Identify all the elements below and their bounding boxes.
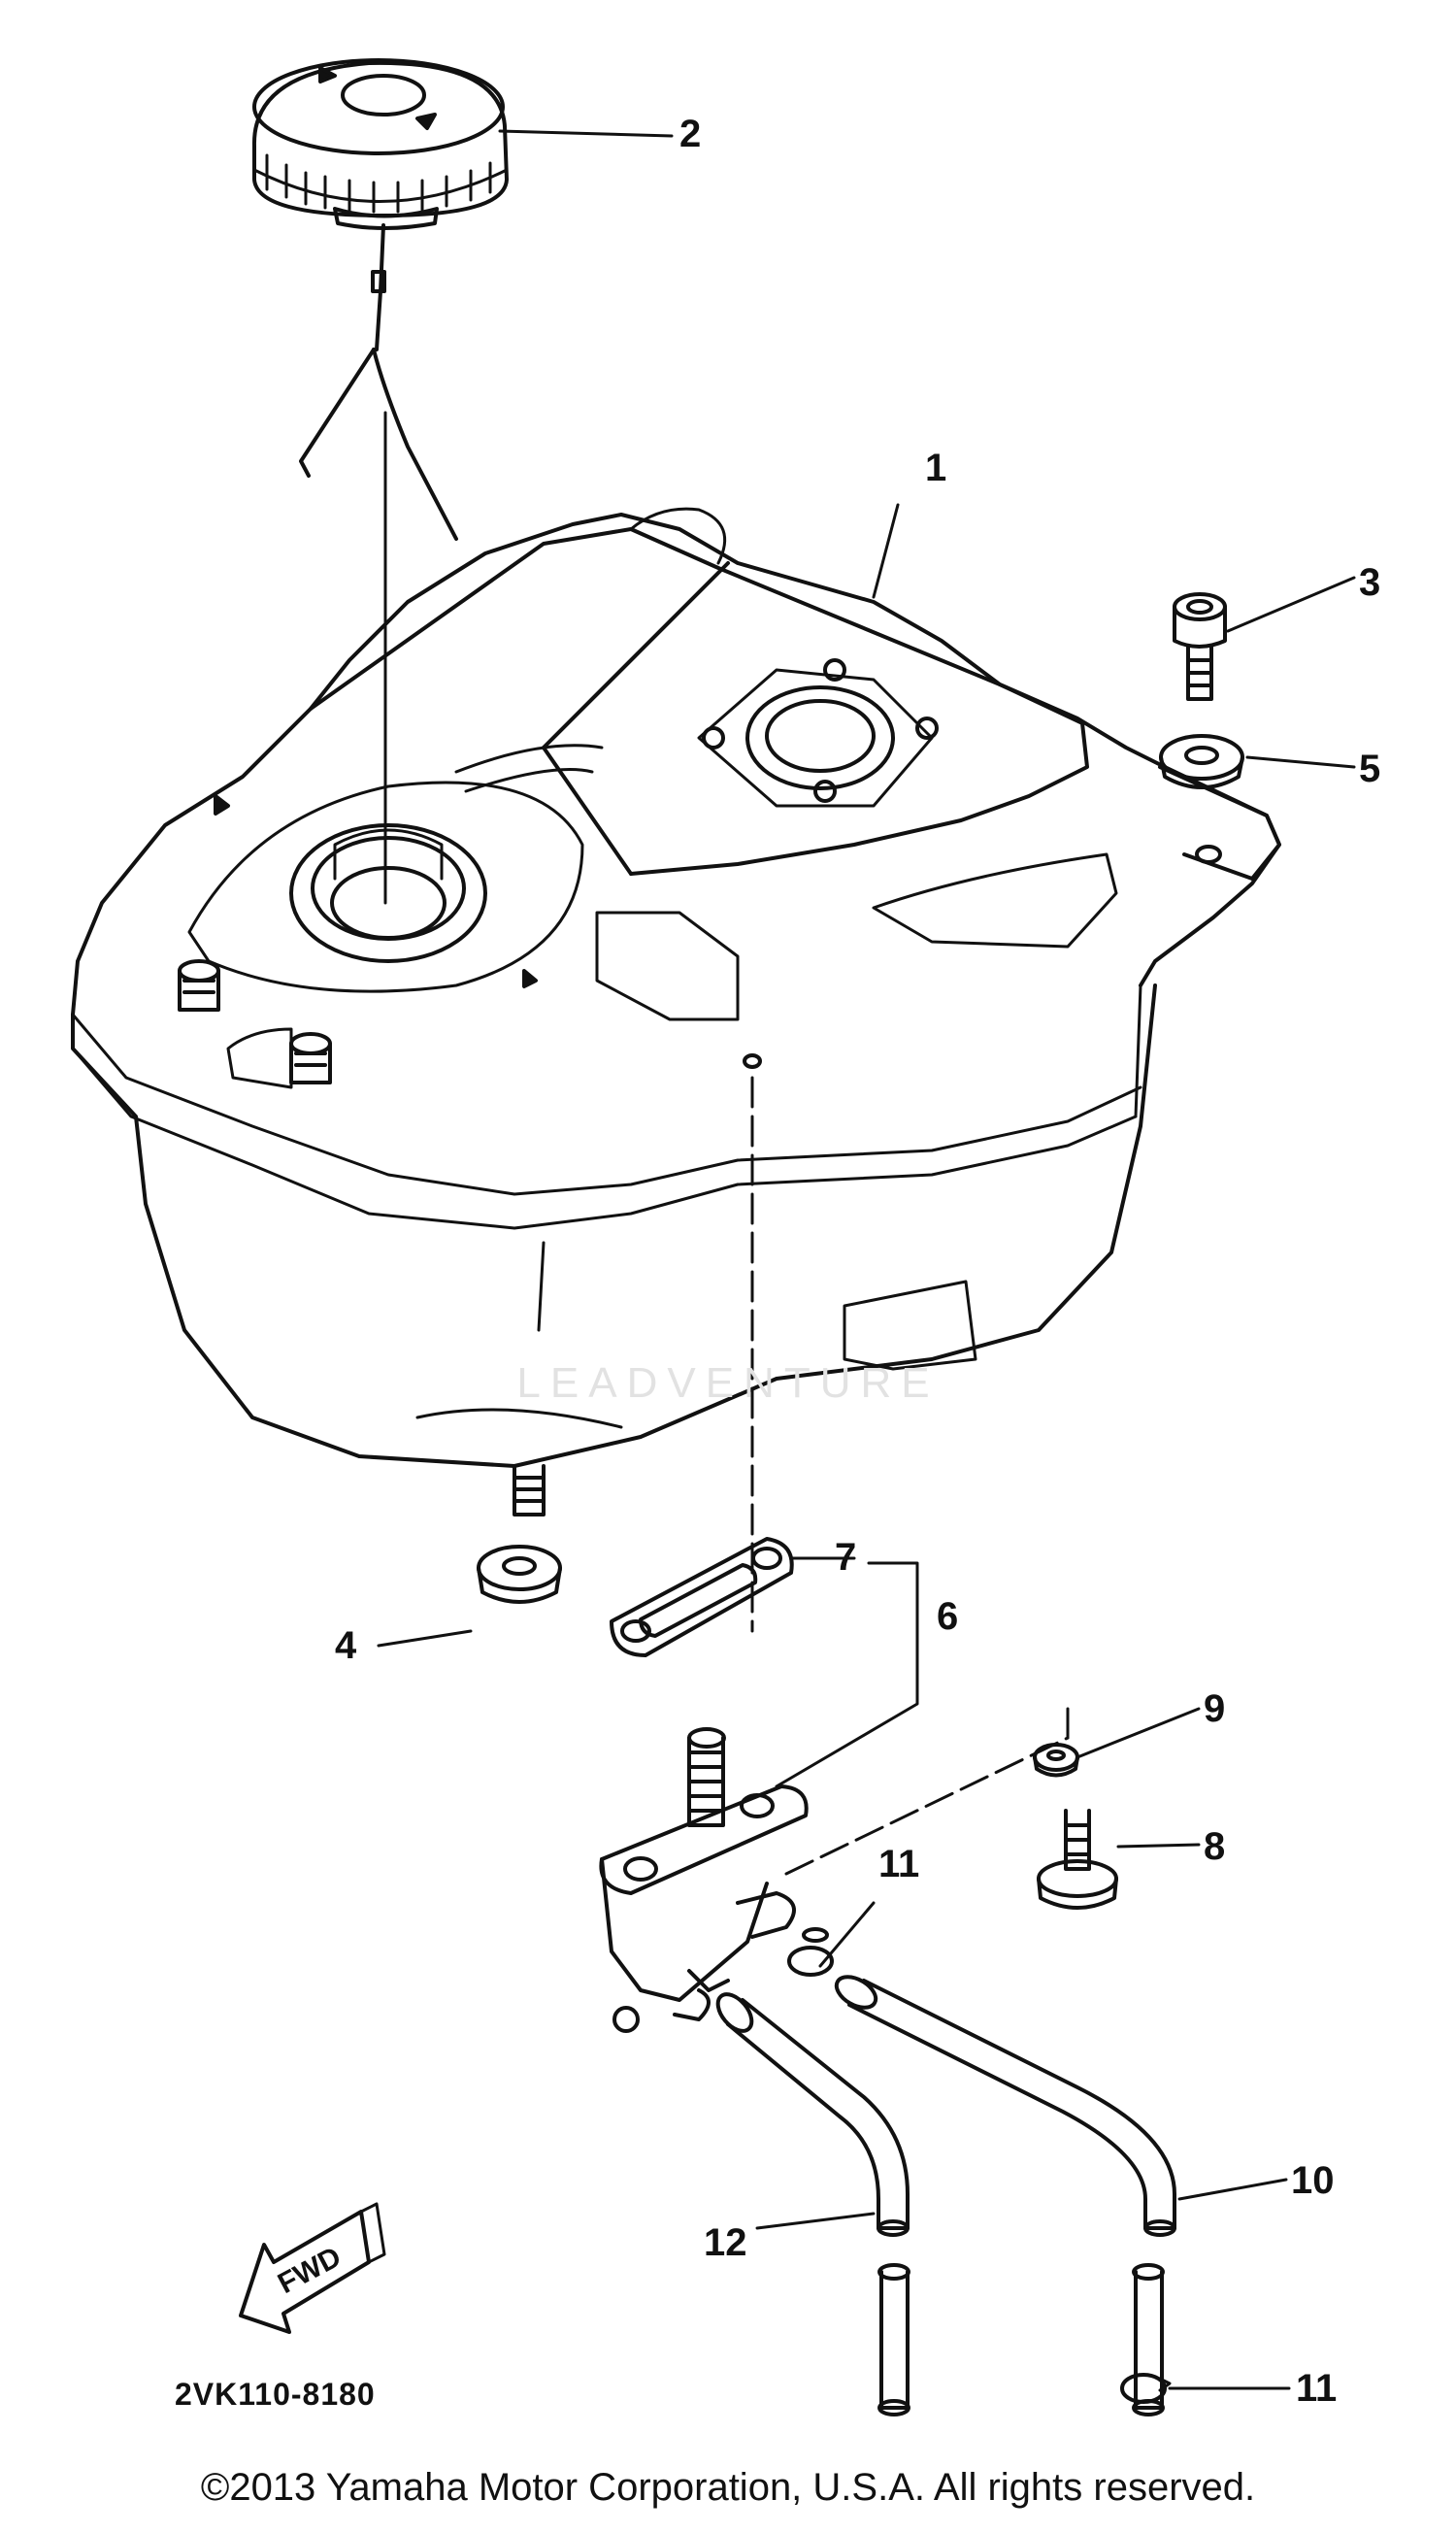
fuel-cock-drawing: [599, 1727, 809, 2033]
callout-7: 7: [835, 1536, 857, 1579]
watermark: LEADVENTURE: [516, 1359, 940, 1407]
copyright-notice: ©2013 Yamaha Motor Corporation, U.S.A. A…: [200, 2466, 1256, 2509]
callout-10: 10: [1291, 2159, 1335, 2202]
bolt-8-drawing: [1037, 1809, 1118, 1910]
callout-1: 1: [925, 447, 947, 489]
callout-3: 3: [1359, 561, 1381, 604]
callout-8: 8: [1204, 1825, 1226, 1868]
bolt-3-drawing: [1173, 592, 1227, 701]
callout-9: 9: [1204, 1687, 1226, 1730]
callout-4: 4: [335, 1624, 357, 1667]
callout-6: 6: [937, 1595, 959, 1638]
fwd-arrow-icon: [239, 2202, 386, 2334]
diagram-code: 2VK110-8180: [175, 2377, 376, 2412]
callout-12: 12: [704, 2221, 747, 2264]
clip-upper-drawing: [787, 1927, 834, 1977]
grommet-5-drawing: [1159, 734, 1244, 789]
callout-11-upper: 11: [878, 1843, 920, 1885]
fuel-cap-drawing: [251, 58, 509, 541]
leader-lines: [377, 129, 1356, 2390]
callout-11-lower: 11: [1296, 2367, 1338, 2410]
gasket-drawing: [610, 1537, 794, 1657]
pipe-12-drawing: [715, 1992, 910, 2416]
pipe-10-drawing: [834, 1975, 1176, 2416]
callout-5: 5: [1359, 748, 1381, 790]
callout-2: 2: [679, 113, 702, 155]
grommet-4-drawing: [477, 1545, 562, 1604]
fuel-tank-drawing: [71, 507, 1281, 1516]
